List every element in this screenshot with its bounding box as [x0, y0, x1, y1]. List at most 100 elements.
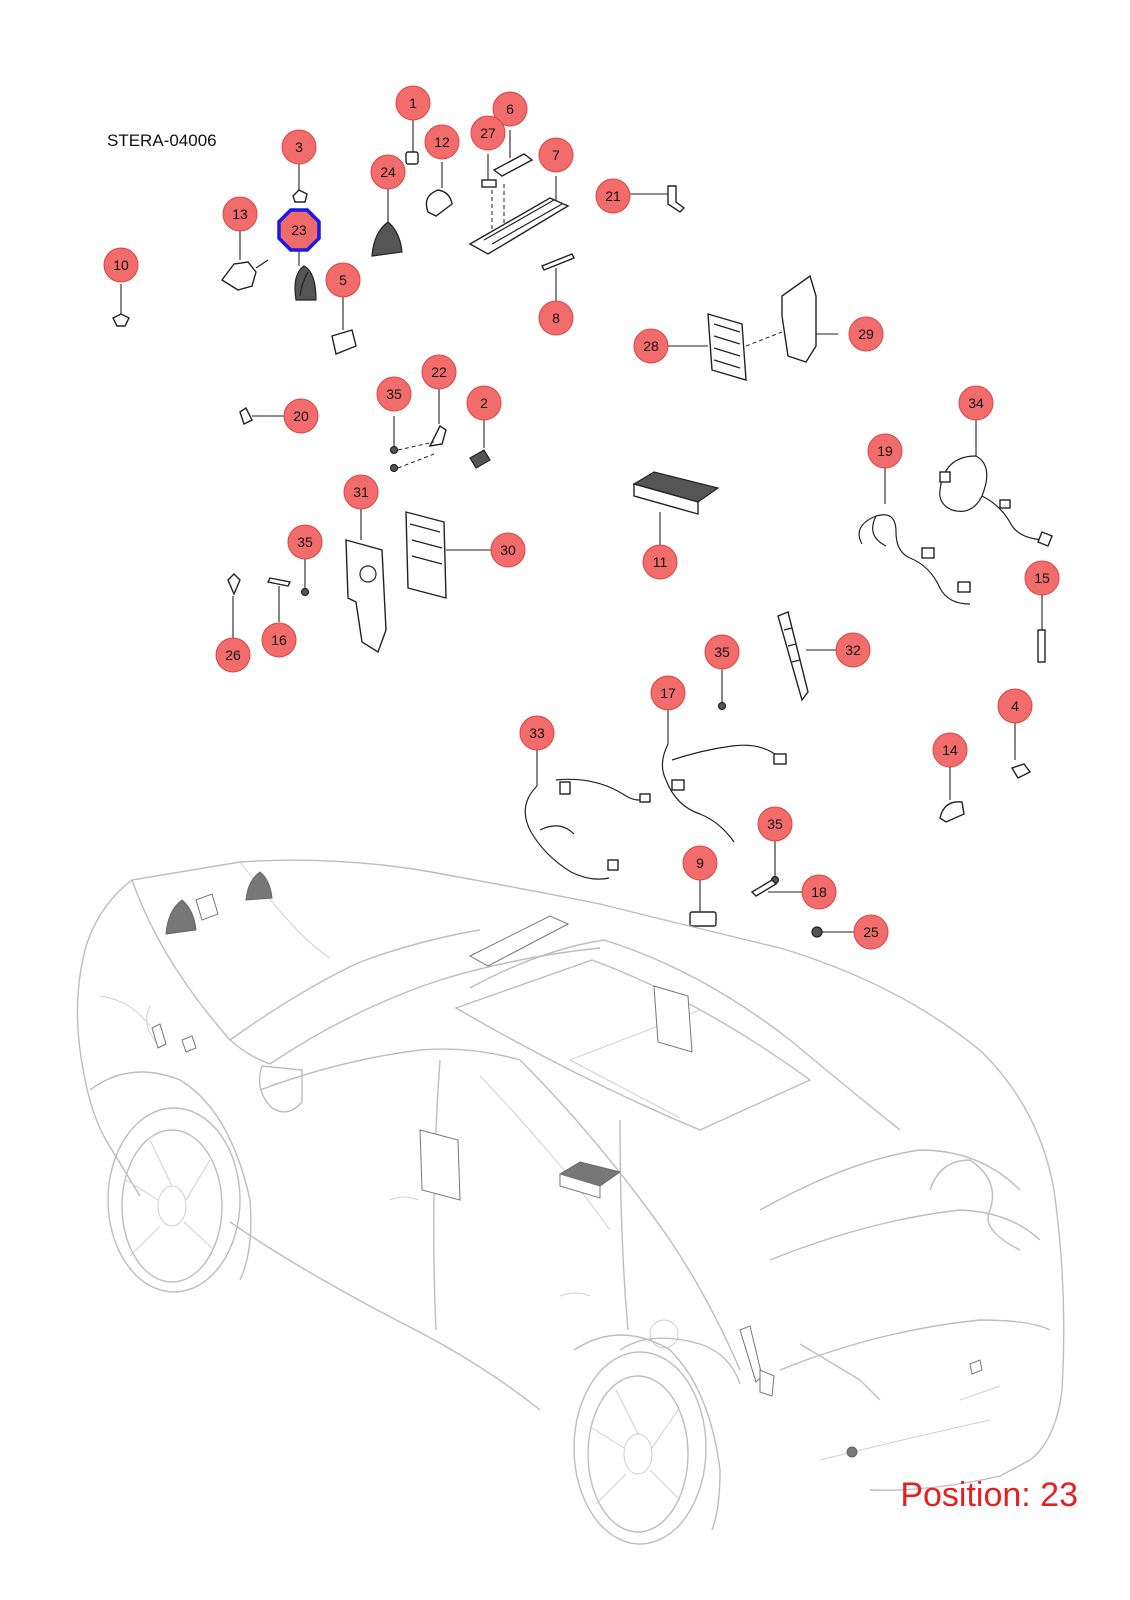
callout-circle	[519, 715, 555, 751]
callout-5[interactable]: 5	[325, 262, 361, 298]
callout-25[interactable]: 25	[853, 914, 889, 950]
callout-circle	[395, 85, 431, 121]
callout-19[interactable]: 19	[867, 433, 903, 469]
callout-label: 5	[339, 272, 347, 288]
callout-circle	[370, 154, 406, 190]
callout-27[interactable]: 27	[470, 115, 506, 151]
callout-8[interactable]: 8	[538, 300, 574, 336]
callout-12[interactable]: 12	[424, 124, 460, 160]
callout-33[interactable]: 33	[519, 715, 555, 751]
callout-circle	[835, 632, 871, 668]
part-15-sensor	[1037, 592, 1046, 663]
callout-label: 14	[942, 742, 958, 758]
part-16-bracket	[266, 577, 292, 622]
callout-circle	[376, 376, 412, 412]
callout-29[interactable]: 29	[848, 316, 884, 352]
callout-circle	[801, 874, 837, 910]
callout-16[interactable]: 16	[261, 622, 297, 658]
part-10-screw	[112, 284, 130, 327]
callout-label: 30	[500, 542, 516, 558]
callout-label: 6	[506, 101, 514, 117]
callout-11[interactable]: 11	[642, 544, 678, 580]
callout-circle	[997, 688, 1033, 724]
callout-label: 3	[295, 139, 303, 155]
callout-label: 12	[434, 134, 450, 150]
callout-2[interactable]: 2	[466, 385, 502, 421]
callout-34[interactable]: 34	[958, 385, 994, 421]
callout-circle	[853, 914, 889, 950]
callout-label: 35	[297, 534, 313, 550]
callout-15[interactable]: 15	[1024, 560, 1060, 596]
callout-1[interactable]: 1	[395, 85, 431, 121]
callout-31[interactable]: 31	[343, 474, 379, 510]
callout-circle	[538, 300, 574, 336]
callout-selected-23[interactable]: 23	[277, 208, 321, 252]
part-26-sensor	[227, 573, 241, 640]
callout-35[interactable]: 35	[757, 806, 793, 842]
callout-label: 35	[714, 644, 730, 660]
callout-circle	[343, 474, 379, 510]
callout-circle	[848, 316, 884, 352]
callout-6[interactable]: 6	[492, 91, 528, 127]
callout-circle	[642, 544, 678, 580]
callout-17[interactable]: 17	[650, 675, 686, 711]
callout-13[interactable]: 13	[222, 196, 258, 232]
callout-35[interactable]: 35	[376, 376, 412, 412]
callout-9[interactable]: 9	[682, 845, 718, 881]
callout-label: 33	[529, 725, 545, 741]
callout-circle	[283, 398, 319, 434]
callout-circle	[490, 532, 526, 568]
part-8-strip	[541, 253, 575, 304]
callout-35[interactable]: 35	[704, 634, 740, 670]
callout-circle	[633, 328, 669, 364]
callout-label: 35	[386, 386, 402, 402]
callout-circle	[466, 385, 502, 421]
callout-circle	[704, 634, 740, 670]
part-28-module	[664, 313, 747, 381]
callout-circle	[470, 115, 506, 151]
callout-7[interactable]: 7	[538, 137, 574, 173]
part-2-connector	[469, 418, 491, 469]
part-6-bracket	[492, 130, 534, 177]
callout-circle	[424, 124, 460, 160]
part-1-clip	[405, 118, 419, 165]
callout-14[interactable]: 14	[932, 732, 968, 768]
part-4-connector	[1010, 722, 1032, 779]
callout-circle	[492, 91, 528, 127]
callout-20[interactable]: 20	[283, 398, 319, 434]
callout-label: 26	[225, 647, 241, 663]
callout-10[interactable]: 10	[103, 247, 139, 283]
callout-label: 4	[1011, 698, 1019, 714]
callout-21[interactable]: 21	[595, 178, 631, 214]
part-9-connector	[689, 880, 717, 927]
callout-circle	[682, 845, 718, 881]
part-23-unit	[294, 246, 317, 301]
callout-28[interactable]: 28	[633, 328, 669, 364]
callout-label: 11	[653, 554, 668, 570]
callout-label: 28	[643, 338, 659, 354]
callout-label: 29	[858, 326, 874, 342]
callout-4[interactable]: 4	[997, 688, 1033, 724]
callout-circle	[595, 178, 631, 214]
callout-label: 7	[552, 147, 560, 163]
part-32-bracket	[777, 611, 838, 702]
part-35-screw-mid	[300, 556, 310, 597]
callout-3[interactable]: 3	[281, 129, 317, 165]
part-33-harness	[524, 748, 651, 880]
callout-circle	[421, 354, 457, 390]
callout-label: 8	[552, 310, 560, 326]
callout-18[interactable]: 18	[801, 874, 837, 910]
callout-24[interactable]: 24	[370, 154, 406, 190]
callout-32[interactable]: 32	[835, 632, 871, 668]
callout-label: 35	[767, 816, 783, 832]
callout-label: 17	[660, 685, 676, 701]
callout-26[interactable]: 26	[215, 637, 251, 673]
callout-22[interactable]: 22	[421, 354, 457, 390]
callout-label: 22	[431, 364, 447, 380]
part-22-bracket	[389, 388, 447, 473]
callout-label: 27	[480, 125, 496, 141]
callout-35[interactable]: 35	[287, 524, 323, 560]
callout-circle	[650, 675, 686, 711]
callout-30[interactable]: 30	[490, 532, 526, 568]
